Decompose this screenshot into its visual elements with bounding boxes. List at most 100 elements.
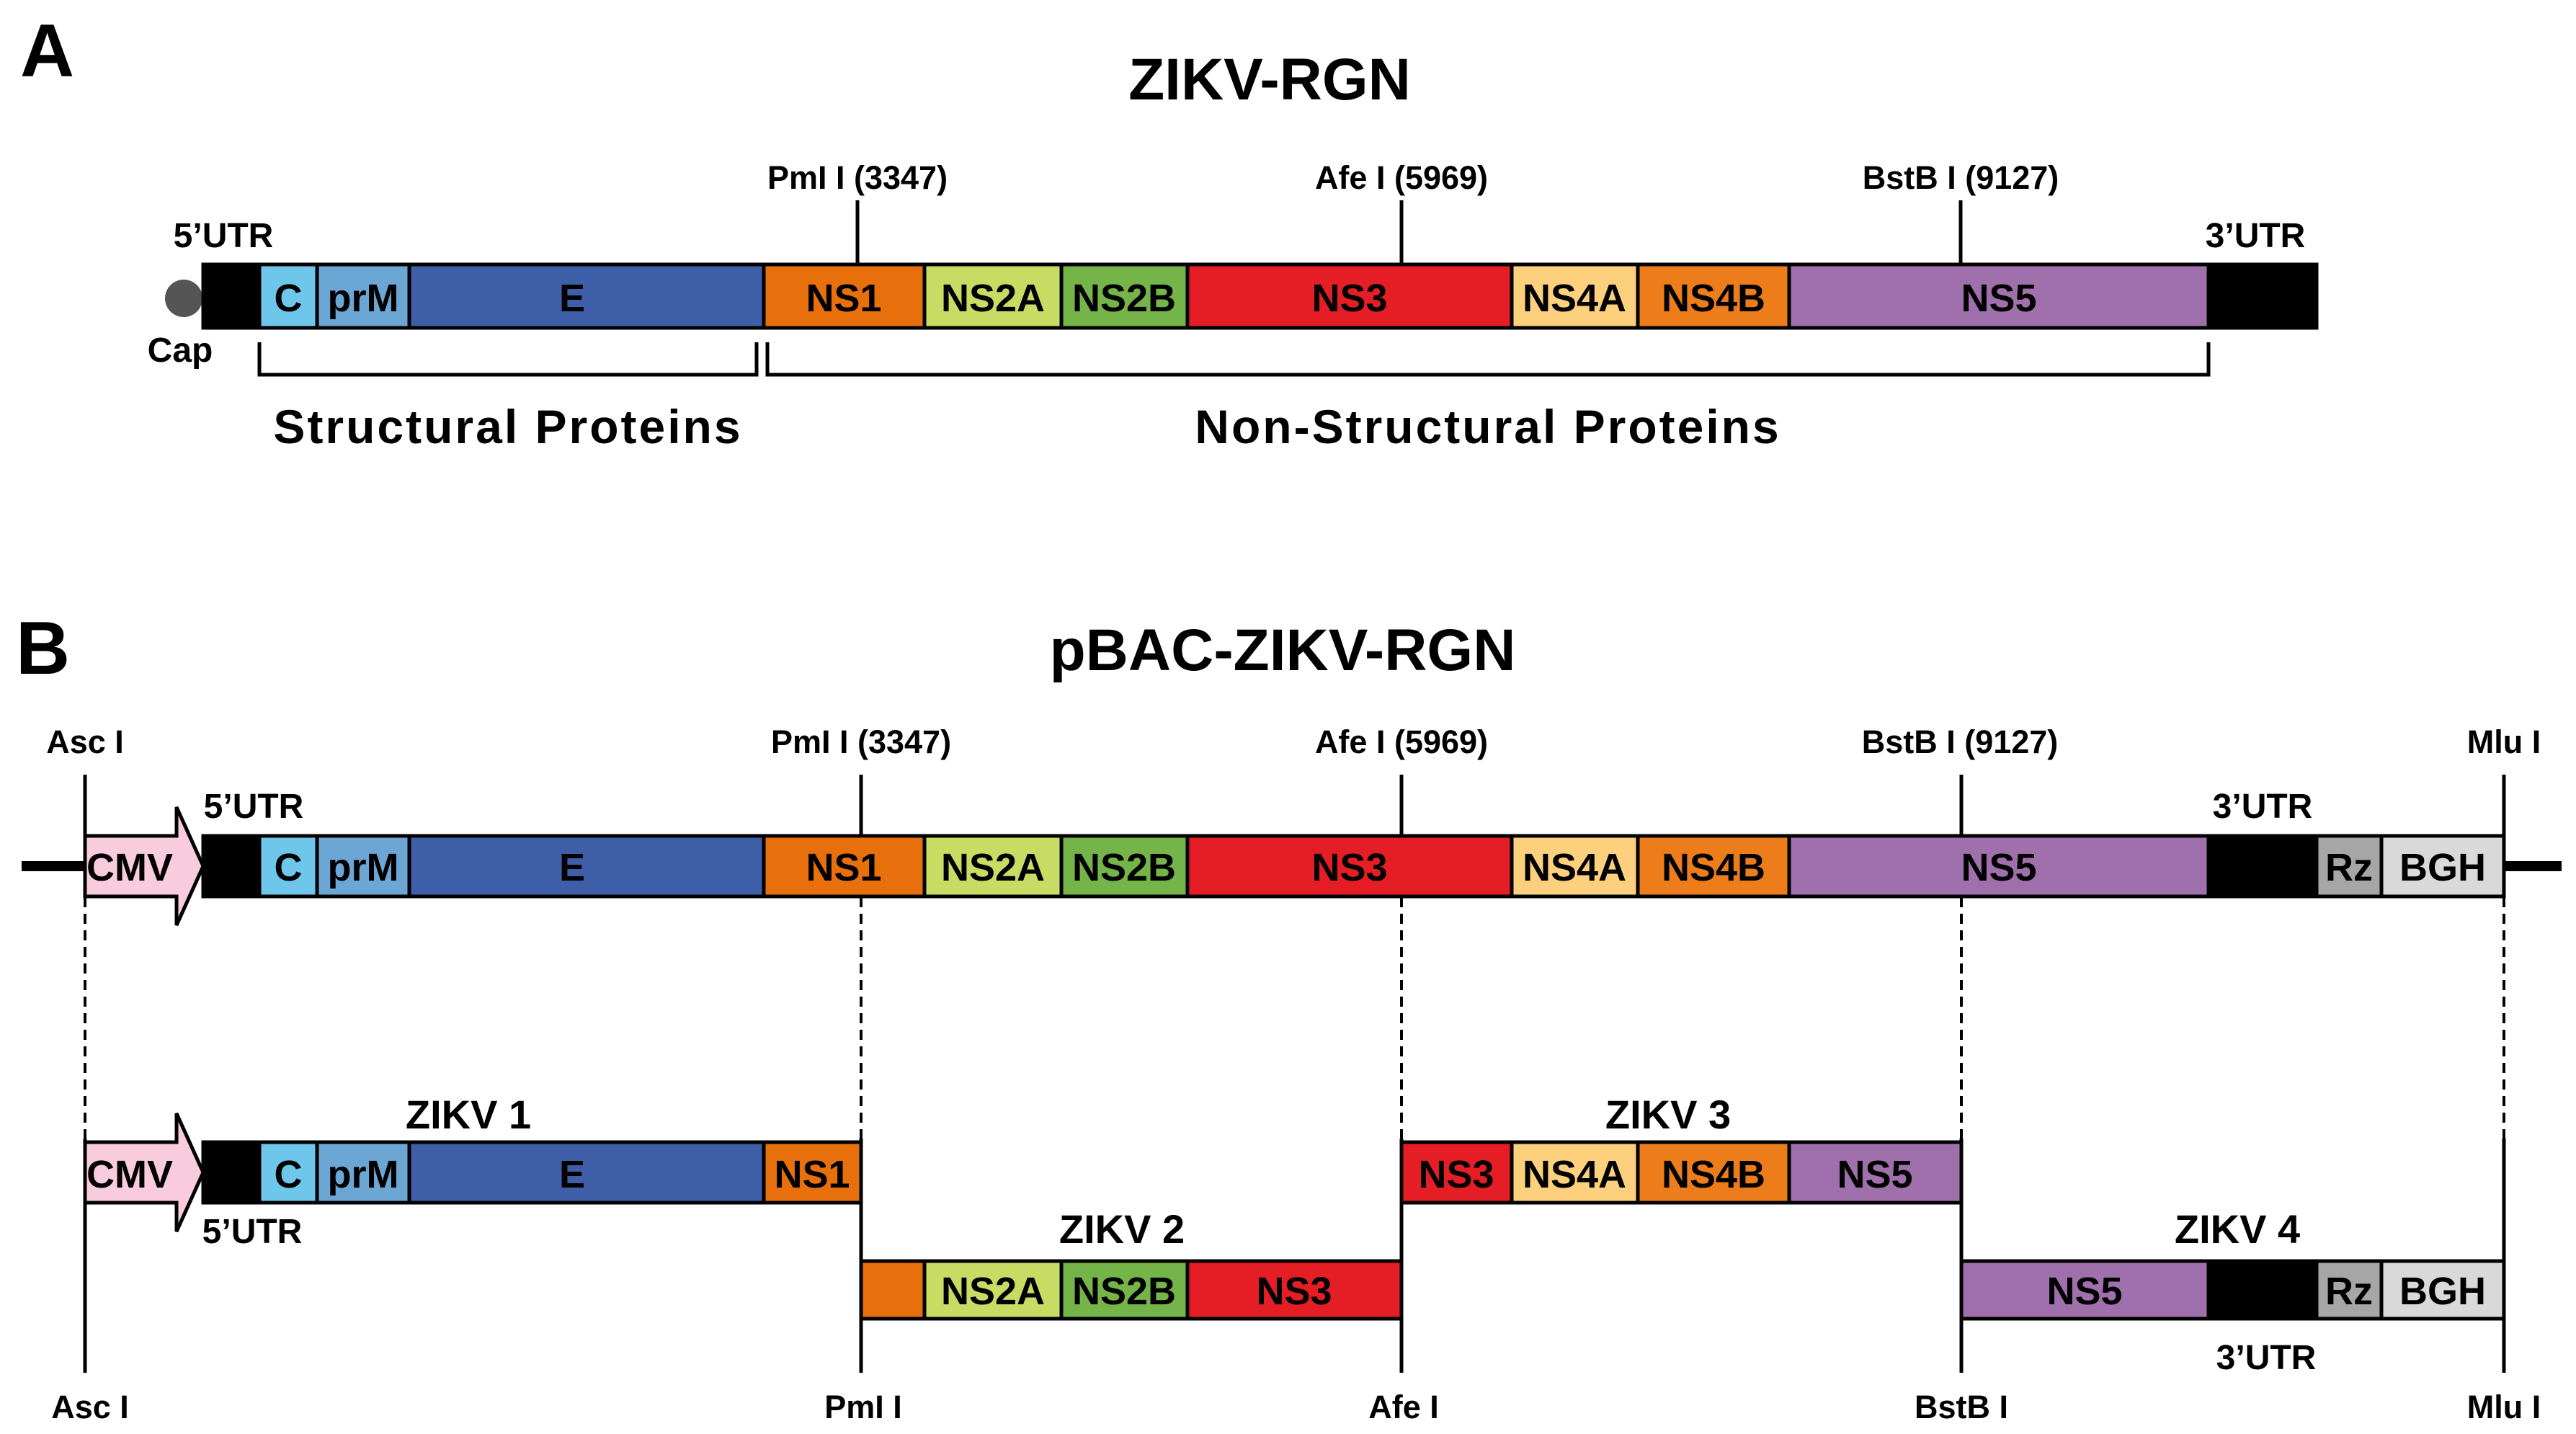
b-segment-e-label: E — [559, 846, 585, 889]
panel-a-label: A — [20, 9, 74, 93]
f1-segment-prm-label: prM — [328, 1153, 399, 1196]
top-afe-label: Afe I (5969) — [1315, 723, 1488, 760]
segment-ns2a — [922, 262, 1064, 330]
cap-icon — [165, 280, 202, 317]
pml-site-label: PmI I (3347) — [767, 159, 948, 196]
f2-segment-ns2b-label: NS2B — [1072, 1270, 1176, 1313]
panel-b-label: B — [16, 607, 70, 690]
b-segment-rz-label: Rz — [2325, 846, 2373, 889]
b-segment-c-label: C — [275, 846, 303, 889]
b-segment-ns4b-label: NS4B — [1662, 846, 1765, 889]
panel-b-3utr-label: 3’UTR — [2213, 788, 2313, 826]
segment-ns2a-label: NS2A — [941, 277, 1045, 320]
utr3-box — [2206, 262, 2319, 330]
fragment-2-name: ZIKV 2 — [1059, 1206, 1185, 1252]
fragment-4-utr-label: 3’UTR — [2216, 1339, 2317, 1377]
cmv-arrow-full — [83, 806, 205, 927]
nonstructural-proteins-label: Non-Structural Proteins — [1195, 400, 1781, 453]
b-segment-rz — [2314, 834, 2384, 899]
segment-prm — [315, 262, 411, 330]
f1-segment-ns1-label: NS1 — [774, 1153, 850, 1196]
panel-a-5utr-label: 5’UTR — [174, 217, 274, 255]
f1-segment-prm — [315, 1140, 411, 1205]
b-segment-ns3-label: NS3 — [1311, 846, 1387, 889]
f1-utr5-box — [201, 1140, 262, 1205]
f1-segment-c-label: C — [275, 1153, 303, 1196]
bstb-site-label: BstB I (9127) — [1863, 159, 2059, 196]
fragment-3-name: ZIKV 3 — [1605, 1092, 1731, 1137]
segment-ns3 — [1185, 262, 1514, 330]
fragment-2-bar — [859, 1259, 1404, 1321]
structural-proteins-label: Structural Proteins — [273, 400, 742, 453]
f4-segment-rz — [2314, 1259, 2384, 1321]
segment-ns4a-label: NS4A — [1523, 277, 1626, 320]
segment-e-label: E — [559, 277, 585, 320]
utr5-box — [201, 262, 262, 330]
f3-segment-ns3 — [1399, 1140, 1514, 1205]
f4-segment-ns5-label: NS5 — [2046, 1270, 2122, 1313]
f4-segment-bgh-label: BGH — [2399, 1270, 2486, 1313]
segment-c-label: C — [275, 277, 303, 320]
fragment-1-utr-label: 5’UTR — [202, 1213, 303, 1251]
f3-segment-ns4a-label: NS4A — [1523, 1153, 1626, 1196]
f2-segment-ns3-label: NS3 — [1256, 1270, 1332, 1313]
b-segment-ns4a-label: NS4A — [1523, 846, 1626, 889]
b-segment-ns2b-label: NS2B — [1072, 846, 1176, 889]
f4-segment-bgh — [2379, 1259, 2506, 1321]
segment-ns1-label: NS1 — [806, 277, 881, 320]
segment-ns4b-label: NS4B — [1662, 277, 1765, 320]
fragment-1-cmv-label: CMV — [86, 1153, 173, 1196]
f2-segment-ns1 — [859, 1259, 927, 1321]
b-utr3-box — [2206, 834, 2319, 899]
f4-segment-rz-label: Rz — [2325, 1270, 2373, 1313]
b-segment-ns2a-label: NS2A — [941, 846, 1045, 889]
f2-segment-ns2a — [922, 1259, 1064, 1321]
construct-bar — [201, 834, 2506, 899]
f2-segment-ns3 — [1185, 1259, 1404, 1321]
f3-segment-ns3-label: NS3 — [1418, 1153, 1494, 1196]
fragment-4-bar — [1959, 1259, 2506, 1321]
bottom-afe-label: Afe I — [1368, 1389, 1439, 1425]
b-segment-prm — [315, 834, 411, 899]
fragment-1-bar — [201, 1140, 863, 1205]
b-segment-bgh — [2379, 834, 2506, 899]
b-segment-ns5 — [1787, 834, 2211, 899]
f4-segment-ns5 — [1959, 1259, 2211, 1321]
cmv-label-full: CMV — [86, 846, 173, 889]
f3-segment-ns4b-label: NS4B — [1662, 1153, 1765, 1196]
fragment-1-name: ZIKV 1 — [406, 1092, 531, 1137]
f2-segment-ns2a-label: NS2A — [941, 1270, 1045, 1313]
top-mlu-label: Mlu I — [2467, 723, 2541, 760]
genome-bar-a — [201, 262, 2319, 330]
b-segment-ns4a — [1510, 834, 1640, 899]
b-segment-e — [407, 834, 766, 899]
fragment-3-bar — [1399, 1140, 1964, 1205]
f1-segment-e-label: E — [559, 1153, 585, 1196]
f2-segment-ns2b — [1059, 1259, 1190, 1321]
site-dashed-lines — [84, 897, 2505, 1139]
segment-ns5-label: NS5 — [1961, 277, 2036, 320]
f3-segment-ns5 — [1787, 1140, 1964, 1205]
f3-segment-ns4b — [1636, 1140, 1791, 1205]
f3-segment-ns4a — [1510, 1140, 1640, 1205]
bottom-mlu-label: Mlu I — [2467, 1389, 2541, 1425]
segment-ns2b-label: NS2B — [1072, 277, 1176, 320]
top-pml-label: PmI I (3347) — [771, 723, 951, 760]
b-segment-bgh-label: BGH — [2399, 846, 2486, 889]
segment-e — [407, 262, 766, 330]
cmv-arrow-fragment-1 — [83, 1112, 205, 1233]
f4-utr3-box — [2206, 1259, 2319, 1321]
panel-b-title: pBAC-ZIKV-RGN — [1050, 618, 1516, 683]
structural-bracket — [257, 342, 759, 377]
afe-site-label: Afe I (5969) — [1315, 159, 1488, 196]
top-asc-label: Asc I — [46, 723, 124, 760]
b-segment-ns2a — [922, 834, 1064, 899]
panel-a-3utr-label: 3’UTR — [2206, 217, 2306, 255]
panel-a-title: ZIKV-RGN — [1128, 47, 1411, 112]
segment-ns5 — [1787, 262, 2211, 330]
b-segment-prm-label: prM — [328, 846, 399, 889]
bottom-bstb-label: BstB I — [1915, 1389, 2008, 1425]
bottom-asc-label: Asc I — [51, 1389, 129, 1425]
b-segment-ns1-label: NS1 — [806, 846, 881, 889]
